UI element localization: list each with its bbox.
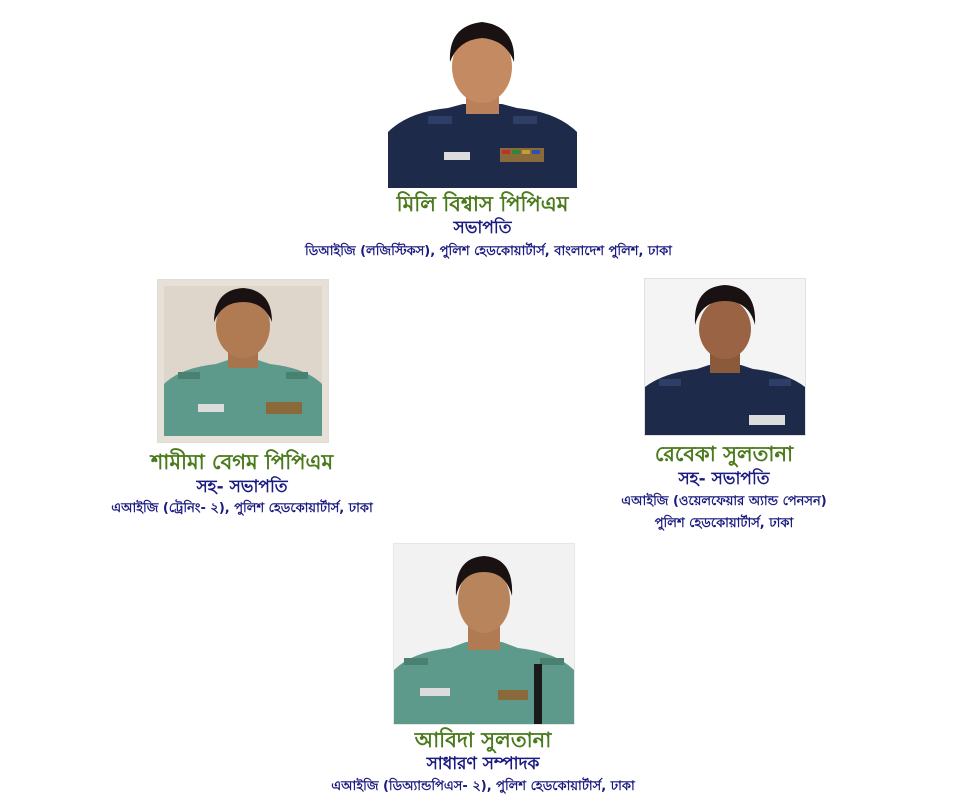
member-name-2: শামীমা বেগম পিপিএম bbox=[150, 450, 334, 474]
member-name-3: রেবেকা সুলতানা bbox=[654, 442, 794, 466]
member-photo-3 bbox=[644, 278, 806, 436]
officer-portrait-green-uniform-icon bbox=[158, 280, 328, 442]
officer-portrait-navy-uniform-icon bbox=[645, 279, 805, 435]
member-role-3: সহ- সভাপতি bbox=[678, 469, 770, 489]
member-name-1: মিলি বিশ্বাস পিপিএম bbox=[396, 192, 569, 216]
member-photo-1 bbox=[388, 12, 577, 188]
member-designation-2: এআইজি (ট্রেনিং- ২), পুলিশ হেডকোয়ার্টার্… bbox=[111, 501, 373, 516]
member-photo-2 bbox=[157, 279, 329, 443]
member-name-4: আবিদা সুলতানা bbox=[414, 728, 552, 752]
member-designation-3-line-2: পুলিশ হেডকোয়ার্টার্স, ঢাকা bbox=[654, 516, 794, 531]
member-designation-3-line-1: এআইজি (ওয়েলফেয়ার অ্যান্ড পেনসন) bbox=[621, 494, 827, 509]
member-designation-1: ডিআইজি (লজিস্টিকস), পুলিশ হেডকোয়ার্টার্… bbox=[305, 244, 672, 259]
officer-portrait-navy-uniform-icon bbox=[388, 12, 577, 188]
member-photo-4 bbox=[393, 543, 575, 725]
member-designation-4: এআইজি (ডিঅ্যান্ডপিএস- ২), পুলিশ হেডকোয়া… bbox=[331, 779, 635, 794]
member-role-1: সভাপতি bbox=[453, 218, 512, 238]
officer-portrait-green-uniform-icon bbox=[394, 544, 574, 724]
member-role-2: সহ- সভাপতি bbox=[196, 477, 288, 497]
member-role-4: সাধারণ সম্পাদক bbox=[426, 754, 540, 774]
